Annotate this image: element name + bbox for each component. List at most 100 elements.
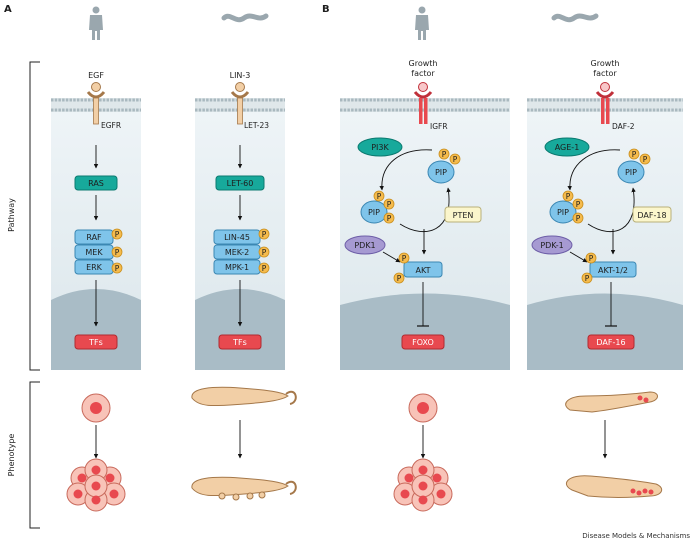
phospho-label: P <box>397 274 402 283</box>
akt-label: AKT-1/2 <box>598 266 628 275</box>
phospho-label: P <box>442 150 447 159</box>
pi3k-label: PI3K <box>371 143 389 152</box>
tf-box <box>74 334 118 350</box>
receptor-icon <box>86 91 106 99</box>
kinase-label: MPK-1 <box>225 263 249 272</box>
phospho-label: P <box>115 230 120 239</box>
ligand-icon <box>91 82 101 92</box>
pten-box <box>444 206 482 223</box>
phospho-label: P <box>576 214 581 223</box>
pathway-bracket <box>29 61 40 371</box>
pdk-label: PDK1 <box>354 241 375 250</box>
phospho-label: P <box>377 192 382 201</box>
kinase-label: MEK <box>85 248 103 257</box>
tumor-cluster-icon <box>393 458 453 512</box>
ligand-icon <box>418 82 428 92</box>
akt-label: AKT <box>416 266 431 275</box>
phospho-label: P <box>115 264 120 273</box>
worm-icon <box>565 391 658 413</box>
column-daf2: Growth factor DAF-2 AGE-1 PIP P P PIP P … <box>527 59 683 370</box>
aged-worm-icon <box>566 475 663 498</box>
phospho-label: P <box>387 214 392 223</box>
pten-label: DAF-18 <box>637 211 666 220</box>
receptor-label: DAF-2 <box>612 122 635 131</box>
pdk-box <box>344 235 386 255</box>
pip-bubble <box>617 160 645 184</box>
ras-label: LET-60 <box>227 179 254 188</box>
panel-label-a: A <box>4 4 12 15</box>
ras-box <box>74 175 118 191</box>
worm-icon <box>551 13 599 23</box>
kinase-label: RAF <box>86 233 102 242</box>
tf-label: TFs <box>232 338 247 347</box>
ligand-label: EGF <box>88 71 104 80</box>
cell-icon <box>408 393 438 423</box>
column-igfr: Growth factor IGFR PI3K PIP P P PIP P P … <box>340 59 510 370</box>
column-egfr: EGF EGFR RAS RAF MEK ERK P P P TFs <box>51 71 141 370</box>
ligand-label: Growth <box>409 59 438 68</box>
phospho-label: P <box>262 248 267 257</box>
kinase-label: LIN-45 <box>224 233 250 242</box>
pip-bubble <box>549 200 577 224</box>
receptor-label: EGFR <box>101 121 121 130</box>
tf-box <box>587 334 635 350</box>
kinase-label: MEK-2 <box>225 248 249 257</box>
phospho-label: P <box>566 192 571 201</box>
panel-label-b: B <box>322 4 330 15</box>
pi3k-box <box>357 137 403 157</box>
phospho-label: P <box>576 200 581 209</box>
pip-label: PIP <box>435 168 447 177</box>
pi3k-label: AGE-1 <box>555 143 580 152</box>
tumor-cluster-icon <box>66 458 126 512</box>
worm-icon <box>191 386 289 407</box>
tf-label: TFs <box>88 338 103 347</box>
akt-box <box>403 261 443 278</box>
pten-box <box>632 206 672 223</box>
journal-credit: Disease Models & Mechanisms <box>582 532 690 540</box>
akt-box <box>589 261 637 278</box>
phospho-label: P <box>632 150 637 159</box>
receptor-label: IGFR <box>430 122 448 131</box>
ligand-label: LIN-3 <box>230 71 251 80</box>
pdk-label: PDK-1 <box>540 241 563 250</box>
ligand-icon <box>600 82 610 92</box>
pi3k-box <box>544 137 590 157</box>
pten-label: PTEN <box>453 211 474 220</box>
cell-icon <box>81 393 111 423</box>
pdk-box <box>531 235 573 255</box>
phospho-label: P <box>115 248 120 257</box>
ligand-label: Growth <box>591 59 620 68</box>
pip-bubble <box>360 200 388 224</box>
receptor-icon <box>595 91 615 99</box>
phenotype-bracket <box>29 381 40 529</box>
human-icon <box>415 6 429 40</box>
column-let23: LIN-3 LET-23 LET-60 LIN-45 MEK-2 MPK-1 P… <box>195 71 285 370</box>
ras-label: RAS <box>88 179 104 188</box>
receptor-label: LET-23 <box>244 121 269 130</box>
pip-label: PIP <box>557 208 569 217</box>
pip-label: PIP <box>368 208 380 217</box>
tf-label: FOXO <box>412 338 434 347</box>
worm-icon <box>221 13 269 23</box>
pathway-side-label: Pathway <box>7 198 16 232</box>
tf-label: DAF-16 <box>596 338 625 347</box>
phospho-label: P <box>262 264 267 273</box>
ligand-label: factor <box>411 69 435 78</box>
phenotype-side-label: Phenotype <box>7 434 16 477</box>
tf-box <box>218 334 262 350</box>
pip-bubble <box>427 160 455 184</box>
phospho-label: P <box>387 200 392 209</box>
receptor-icon <box>230 91 250 99</box>
kinase-label: ERK <box>86 263 103 272</box>
ras-box <box>215 175 265 191</box>
phospho-label: P <box>589 254 594 263</box>
phospho-label: P <box>453 155 458 164</box>
phospho-label: P <box>585 274 590 283</box>
human-icon <box>89 6 103 40</box>
ligand-icon <box>235 82 245 92</box>
ligand-label: factor <box>593 69 617 78</box>
phospho-label: P <box>402 254 407 263</box>
phospho-label: P <box>643 155 648 164</box>
multivulva-worm-icon <box>191 476 289 497</box>
